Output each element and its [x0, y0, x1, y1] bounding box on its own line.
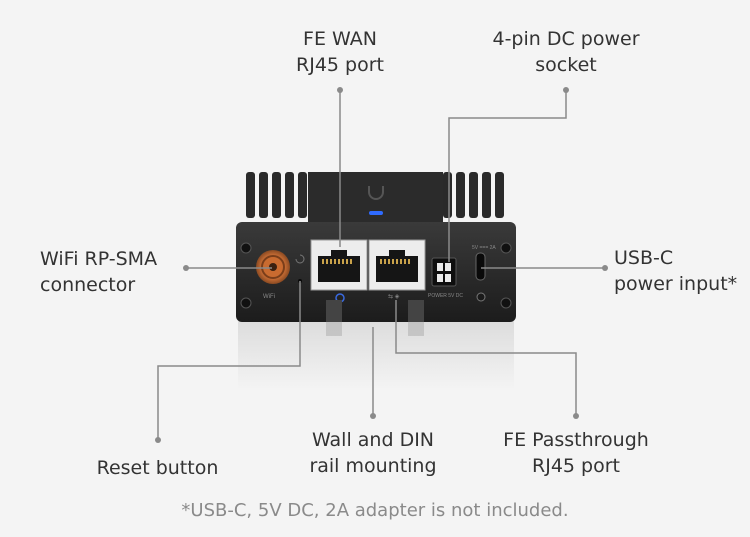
leader-passthrough — [395, 300, 577, 416]
mounting-foot-reflection-left — [326, 322, 342, 336]
reset-icon — [295, 254, 305, 264]
heatsink-right — [443, 172, 504, 218]
label-wifi-line2: connector — [40, 274, 136, 296]
label-usbc: USB-C power input* — [614, 245, 749, 297]
status-led — [369, 211, 383, 215]
label-dc-power-line2: socket — [535, 54, 597, 76]
label-fe-wan-line1: FE WAN — [303, 28, 377, 50]
rj45-port-passthrough — [368, 239, 426, 291]
rp-sma-connector — [256, 250, 290, 284]
label-passthrough: FE Passthrough RJ45 port — [486, 427, 666, 479]
screw-icons — [240, 242, 512, 309]
label-dc-power: 4-pin DC power socket — [476, 26, 656, 78]
label-usbc-line2: power input* — [614, 273, 738, 295]
device-reflection — [238, 320, 514, 390]
antenna-port-label: WiFi — [263, 294, 275, 300]
dc-power-socket — [431, 257, 457, 287]
label-mounting-line1: Wall and DIN — [311, 429, 435, 451]
logo-icon — [368, 186, 384, 200]
mounting-foot-right — [408, 300, 424, 322]
label-reset: Reset button — [90, 455, 225, 481]
label-passthrough-line2: RJ45 port — [532, 455, 620, 477]
leader-dc-power — [448, 90, 567, 262]
footnote: *USB-C, 5V DC, 2A adapter is not include… — [181, 500, 569, 521]
label-mounting-line2: rail mounting — [309, 455, 437, 477]
usb-c-port — [475, 252, 486, 281]
label-mounting: Wall and DIN rail mounting — [293, 427, 453, 479]
leader-endpoints — [155, 87, 608, 443]
label-dc-power-line1: 4-pin DC power — [492, 28, 640, 50]
label-fe-wan: FE WAN RJ45 port — [270, 26, 410, 78]
leader-lines — [157, 90, 605, 440]
label-fe-wan-line2: RJ45 port — [296, 54, 384, 76]
label-usbc-line1: USB-C — [614, 247, 674, 269]
label-wifi: WiFi RP-SMA connector — [40, 246, 190, 298]
power-socket-label: POWER 5V DC — [428, 293, 463, 299]
label-passthrough-line1: FE Passthrough — [503, 429, 649, 451]
usb-c-icon — [476, 292, 486, 302]
heatsink-left — [246, 172, 307, 218]
mounting-foot-reflection-right — [408, 322, 424, 336]
usb-c-port-label: 5V === 2A — [472, 245, 496, 251]
passthrough-port-label: ⇆ ◈ — [388, 293, 400, 300]
rj45-port-wan — [310, 239, 368, 291]
label-reset-line1: Reset button — [96, 457, 219, 479]
mounting-foot-left — [326, 300, 342, 322]
leader-reset — [157, 281, 301, 440]
label-wifi-line1: WiFi RP-SMA — [40, 248, 158, 270]
